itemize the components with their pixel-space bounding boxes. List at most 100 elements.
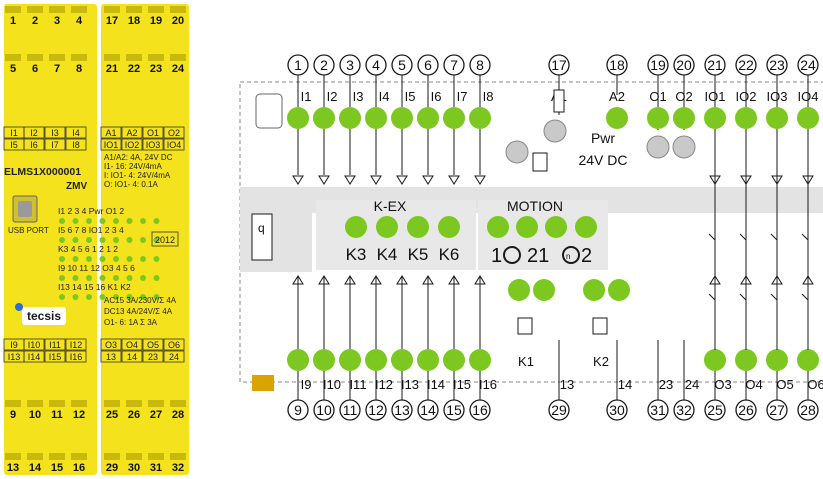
bot-b-label-box <box>23 350 45 363</box>
top-row2-screw-slot <box>104 54 120 61</box>
current-meter-icon <box>672 135 696 159</box>
bottom-arrow <box>448 275 460 285</box>
top-terminal-number: 1 <box>294 57 302 73</box>
bottom-label: I11 <box>349 377 366 392</box>
spec-line: I: IO1- 4: 24V/4mA <box>104 171 171 180</box>
bot-a-label: I12 <box>70 340 83 350</box>
bottom-row1-screw-slot <box>27 400 43 407</box>
bottom-row2-screw-slot <box>104 453 120 460</box>
top-row2-screw-slot <box>49 54 65 61</box>
status-led <box>140 256 146 262</box>
bottom-led <box>443 349 465 371</box>
bottom-row2-terminal-number: 29 <box>106 462 118 474</box>
bottom-row1-terminal-number: 26 <box>128 409 140 421</box>
top-row1-terminal-number: 2 <box>32 15 38 27</box>
bottom-terminal <box>417 399 439 421</box>
top-terminal-number: 2 <box>320 57 328 73</box>
bottom-row1-terminal-number: 12 <box>73 409 85 421</box>
bottom-row2-terminal-number: 15 <box>51 462 63 474</box>
output-led <box>673 107 695 129</box>
spec-line: I1- 16: 24V/4mA <box>104 162 162 171</box>
status-led <box>153 294 160 300</box>
rating-line: DC13 4A/24V/Σ 4A <box>104 307 173 316</box>
status-led <box>153 237 160 243</box>
top-row1-screw-slot <box>104 6 120 13</box>
brand-logo: tecsis <box>27 309 61 323</box>
power-label: Pwr <box>591 130 615 146</box>
kex-led <box>345 216 367 238</box>
top-label: I3 <box>353 89 364 104</box>
input-arrow <box>448 175 460 185</box>
status-led <box>140 275 146 281</box>
bottom-arrow <box>422 275 434 285</box>
bottom-terminal <box>548 399 570 421</box>
top-label: I2 <box>327 89 338 104</box>
input-led <box>766 107 788 129</box>
voltage-meter-icon <box>505 140 529 164</box>
status-led <box>86 237 92 243</box>
top-row2-terminal-number: 8 <box>76 63 82 75</box>
bottom-led <box>339 349 361 371</box>
bottom-terminal <box>673 399 695 421</box>
bottom-arrow <box>344 275 356 285</box>
top-b-label-box <box>44 138 66 151</box>
top-terminal-number: 6 <box>424 57 432 73</box>
bot-d-label-box <box>163 350 185 363</box>
bottom-row2-terminal-number: 31 <box>150 462 162 474</box>
bottom-led <box>313 349 335 371</box>
bottom-terminal <box>704 399 726 421</box>
bot-b-label-box <box>65 350 87 363</box>
top-row2-terminal-number: 6 <box>32 63 38 75</box>
bottom-led <box>797 349 819 371</box>
status-led <box>113 275 119 281</box>
bottom-row2-screw-slot <box>71 453 87 460</box>
bottom-row1-terminal-number: 25 <box>106 409 118 421</box>
motion-n: n <box>566 252 570 261</box>
bottom-row2-terminal-number: 14 <box>29 462 42 474</box>
bot-d-label: 13 <box>106 352 116 362</box>
input-arrow <box>370 175 382 185</box>
bottom-terminal-number: 27 <box>769 402 785 418</box>
bot-d-label-box <box>100 350 122 363</box>
bottom-terminal <box>469 399 491 421</box>
status-led <box>153 256 160 262</box>
top-b-label-box <box>65 138 87 151</box>
status-led <box>59 294 65 300</box>
status-led <box>72 294 79 300</box>
relay-led <box>508 279 530 301</box>
bottom-terminal <box>647 399 669 421</box>
kex-label: K5 <box>408 245 429 264</box>
top-row1-terminal-number: 19 <box>150 15 162 27</box>
top-terminal-number: 18 <box>609 57 625 73</box>
input-led <box>735 107 757 129</box>
kex-label: K6 <box>439 245 460 264</box>
bottom-row1-screw-slot <box>126 400 142 407</box>
brand-mark <box>15 303 23 311</box>
bottom-arrow <box>474 275 486 285</box>
top-label: I6 <box>431 89 442 104</box>
spec-line: O: IO1- 4: 0.1A <box>104 180 158 189</box>
kex-led <box>376 216 398 238</box>
input-arrow <box>474 175 486 185</box>
top-row1-terminal-number: 18 <box>128 15 140 27</box>
input-arrow <box>344 175 356 185</box>
bottom-terminal <box>797 399 819 421</box>
bottom-terminal-number: 13 <box>394 402 410 418</box>
bot-c-label-box <box>163 338 185 351</box>
bottom-label: O5 <box>776 377 793 392</box>
top-d-label-box <box>121 138 143 151</box>
current-meter-icon <box>543 119 567 143</box>
ground-icon <box>252 375 274 391</box>
input-led <box>469 107 491 129</box>
top-c-label: O1 <box>147 128 159 138</box>
status-led <box>140 294 146 300</box>
kex-led <box>438 216 460 238</box>
bottom-terminal <box>313 399 335 421</box>
output-led <box>647 107 669 129</box>
bottom-row2-screw-slot <box>170 453 186 460</box>
led-row-label: I5 6 7 8 IO1 2 3 4 <box>58 225 124 235</box>
bottom-led <box>417 349 439 371</box>
status-led <box>86 256 92 262</box>
power-voltage: 24V DC <box>578 152 627 168</box>
top-b-label: I6 <box>30 140 38 150</box>
